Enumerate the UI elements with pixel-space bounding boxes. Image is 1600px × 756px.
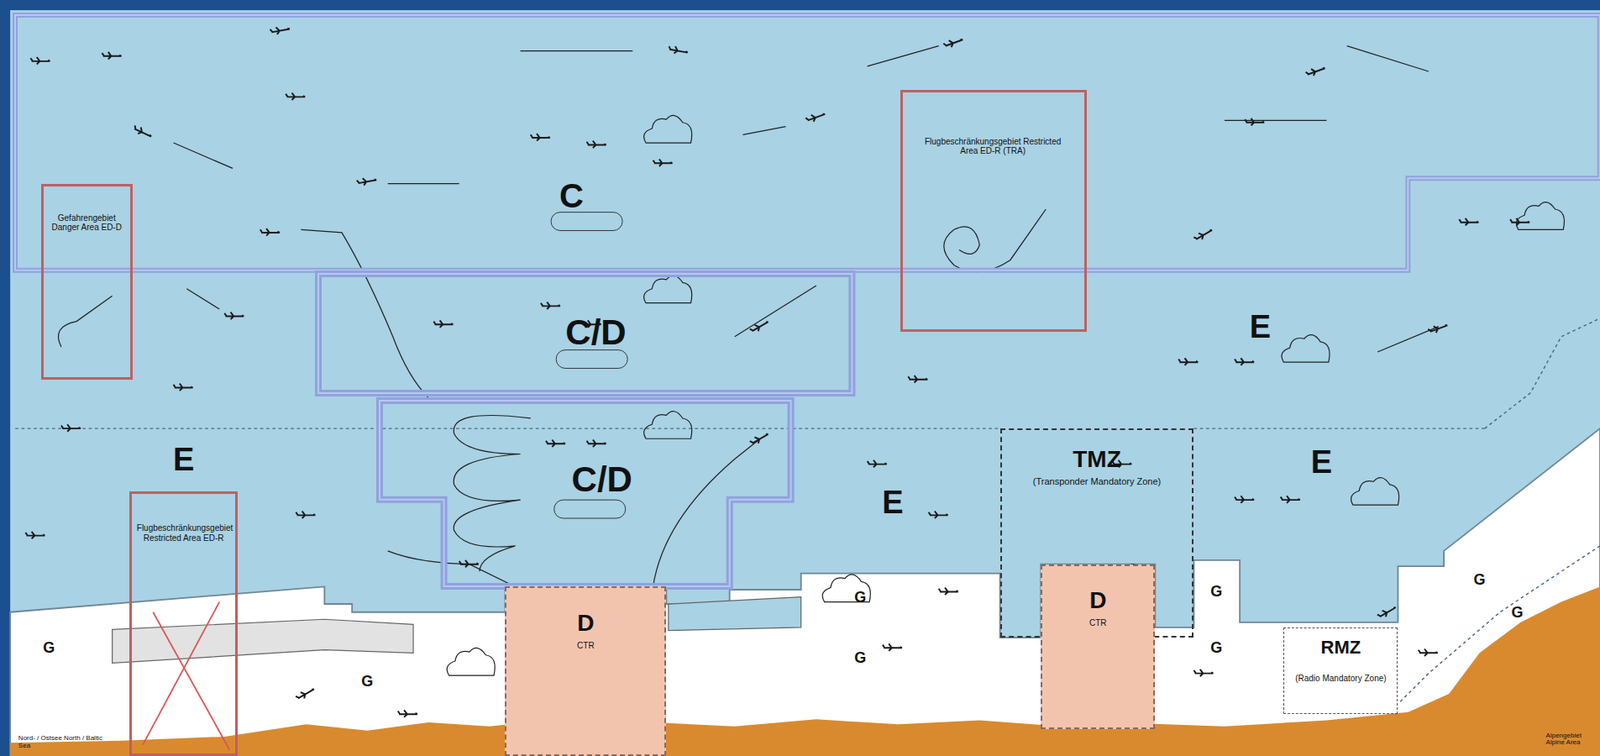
airspace-c-band: C [15,15,1600,271]
airspace-cd-box: C/D [318,273,852,394]
restricted-area: Flugbeschränkungsgebiet Restricted Area … [900,89,1087,332]
region-note: Alpengebiet Alpine Area [1546,732,1598,748]
zone-label: C/D [571,459,633,500]
airspace-cd-box: C/D [379,400,792,587]
zone-label: C/D [565,312,626,353]
restricted-area: Flugbeschränkungsgebiet Restricted Area … [129,491,238,756]
airspace-class: E [173,440,195,478]
rmz-zone: RMZ (Radio Mandatory Zone) [1283,627,1398,714]
control-zone: D CTR [1040,564,1155,730]
zone-subtitle: (Transponder Mandatory Zone) [1002,476,1192,488]
airspace-class: E [1311,444,1333,481]
zone-label: C [559,176,584,216]
airspace-class: E [1249,308,1271,345]
zone-label: D [577,609,594,637]
zone-label: D [1089,587,1107,614]
airspace-class: G [854,587,866,606]
airspace-class: G [1511,603,1524,621]
zone-label: Gefahrengebiet Danger Area ED-D [44,212,129,232]
airspace-class: G [42,639,55,657]
airspace-class: G [854,649,866,667]
airspace-class: G [1210,582,1223,601]
zone-label: TMZ [1072,445,1122,473]
zone-label: Flugbeschränkungsgebiet Restricted Area … [136,523,231,543]
airspace-class: G [361,672,373,691]
zone-subtitle: CTR [1089,618,1107,629]
zone-outline [15,15,1600,271]
danger-area: Gefahrengebiet Danger Area ED-D [41,183,133,380]
region-note: Nord- / Ostsee North / Baltic Sea [18,734,111,751]
airspace-class: G [1210,639,1223,657]
control-zone: D CTR [504,586,667,756]
zone-label: RMZ [1321,637,1362,659]
zone-subtitle: (Radio Mandatory Zone) [1290,673,1392,684]
zone-subtitle: CTR [577,640,595,651]
airspace-class: E [881,483,903,520]
zone-label: Flugbeschränkungsgebiet Restricted Area … [916,136,1070,156]
airspace-class: G [1474,570,1486,588]
